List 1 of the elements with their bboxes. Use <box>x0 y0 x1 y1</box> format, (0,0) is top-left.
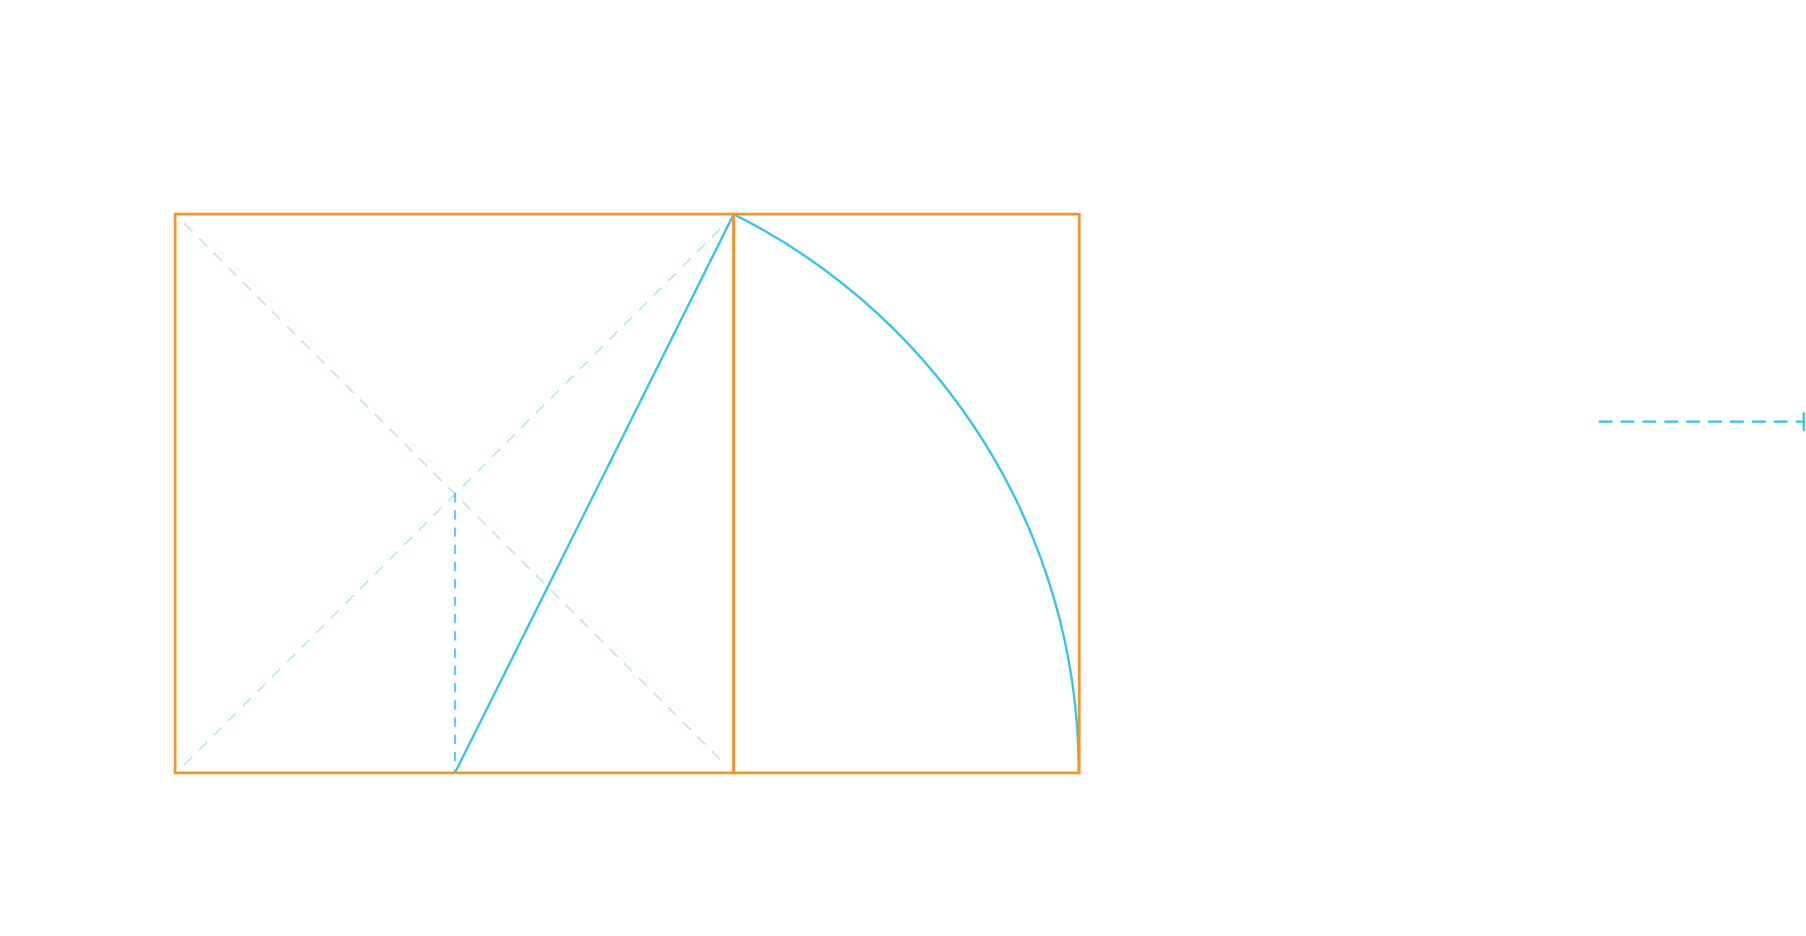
rectangle-box <box>732 212 1081 775</box>
